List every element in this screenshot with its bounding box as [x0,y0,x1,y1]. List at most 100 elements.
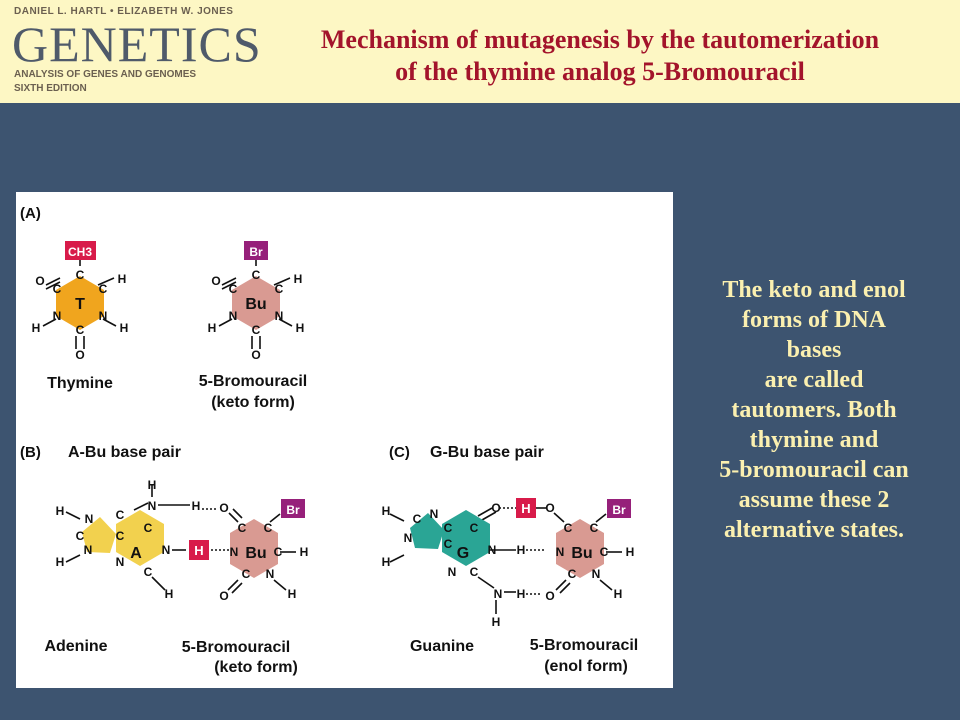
slide-title: Mechanism of mutagenesis by the tautomer… [250,24,950,88]
atom-c: C [144,521,153,535]
atom-h: H [614,587,623,601]
atom-n: N [53,309,62,323]
atom-o: O [35,274,44,288]
atom-h: H [382,555,391,569]
atom-o: O [251,348,260,362]
panel-a-label: (A) [20,205,41,222]
bromine-group-box [607,499,631,518]
atom-c: C [568,567,577,581]
caption-line: alternative states. [724,517,904,543]
atom-h: H [492,615,501,629]
bromouracil-b-name-1: 5-Bromouracil [182,639,290,656]
atom-h: H [517,587,526,601]
atom-o: O [211,274,220,288]
atom-h: H [517,543,526,557]
panel-b-heading: A-Bu base pair [68,444,181,461]
atom-h: H [294,272,303,286]
slide-title-line2: of the thymine analog 5-Bromouracil [395,57,805,86]
panel-b-label: (B) [20,444,41,461]
atom-o: O [545,501,554,515]
atom-n: N [430,507,439,521]
proton-highlight-c [516,498,536,518]
logo-brand: GENETICS [12,16,262,72]
atom-c: C [274,545,283,559]
caption-line: The keto and enol [722,277,906,303]
atom-h: H [32,321,41,335]
proton-highlight-b [189,540,209,560]
atom-c: C [444,537,453,551]
panel-c-label: (C) [389,444,410,461]
atom-h: H [382,504,391,518]
bromouracil-c-name-2: (enol form) [544,658,628,675]
atom-c: C [470,521,479,535]
atom-c: C [275,282,284,296]
atom-o: O [219,501,228,515]
header-banner: DANIEL L. HARTL • ELIZABETH W. JONES GEN… [0,0,960,103]
guanine-name: Guanine [410,638,474,655]
bromouracil-keto-ring-b [230,519,278,578]
atom-c: C [53,282,62,296]
thymine-name: Thymine [47,375,113,392]
atom-n: N [116,555,125,569]
caption-line: assume these 2 [738,487,890,513]
atom-h: H [165,587,174,601]
atom-h: H [300,545,309,559]
atom-h: H [120,321,129,335]
atom-o: O [219,589,228,603]
atom-n: N [488,543,497,557]
atom-o: O [491,501,500,515]
caption-line: bases [786,337,842,363]
atom-h: H [148,478,157,492]
adenine-six-ring [116,510,164,566]
genetics-book-logo: DANIEL L. HARTL • ELIZABETH W. JONES GEN… [12,6,261,98]
explanation-caption: The keto and enol forms of DNA bases are… [678,275,950,545]
guanine-ring-label: G [457,545,469,562]
atom-c: C [229,282,238,296]
bromouracil-b-ring-label: Bu [245,545,266,562]
atom-o: O [545,589,554,603]
bromouracil-c-name-1: 5-Bromouracil [530,637,638,654]
bromouracil-keto-ring [232,276,280,330]
caption-line: 5-bromouracil can [719,457,909,483]
adenine-name: Adenine [44,638,107,655]
atom-c: C [76,323,85,337]
atom-n: N [404,531,413,545]
atom-h: H [296,321,305,335]
methyl-group-box [65,241,96,260]
atom-c: C [238,521,247,535]
bromine-group-label: Br [286,503,300,517]
thymine-ring-label: T [75,296,85,313]
atom-c: C [252,323,261,337]
tautomer-diagram: (A) CH3 T C C C N N C O H H H O Thymine … [20,205,638,676]
caption-line: thymine and [749,427,879,453]
atom-c: C [590,521,599,535]
atom-c: C [116,508,125,522]
atom-h: H [208,321,217,335]
atom-h: H [192,499,201,513]
atom-n: N [494,587,503,601]
atom-o: O [75,348,84,362]
atom-n: N [275,309,284,323]
atom-h: H [118,272,127,286]
atom-c: C [444,521,453,535]
methyl-group-label: CH3 [68,245,92,259]
logo-subtitle: ANALYSIS OF GENES AND GENOMES [14,69,197,80]
bromine-group-label: Br [612,503,626,517]
adenine-five-ring [82,517,116,553]
caption-line: are called [764,367,864,393]
bromouracil-a-name-2: (keto form) [211,394,295,411]
caption-line: forms of DNA [742,307,886,333]
atom-c: C [564,521,573,535]
atom-c: C [264,521,273,535]
atom-c: C [99,282,108,296]
proton-label-b: H [194,543,203,558]
atom-n: N [99,309,108,323]
atom-h: H [626,545,635,559]
atom-n: N [230,545,239,559]
atom-n: N [148,499,157,513]
slide-title-line1: Mechanism of mutagenesis by the tautomer… [320,25,880,54]
bromouracil-enol-ring [556,519,604,578]
atom-h: H [56,555,65,569]
guanine-five-ring [410,513,444,549]
atom-c: C [144,565,153,579]
